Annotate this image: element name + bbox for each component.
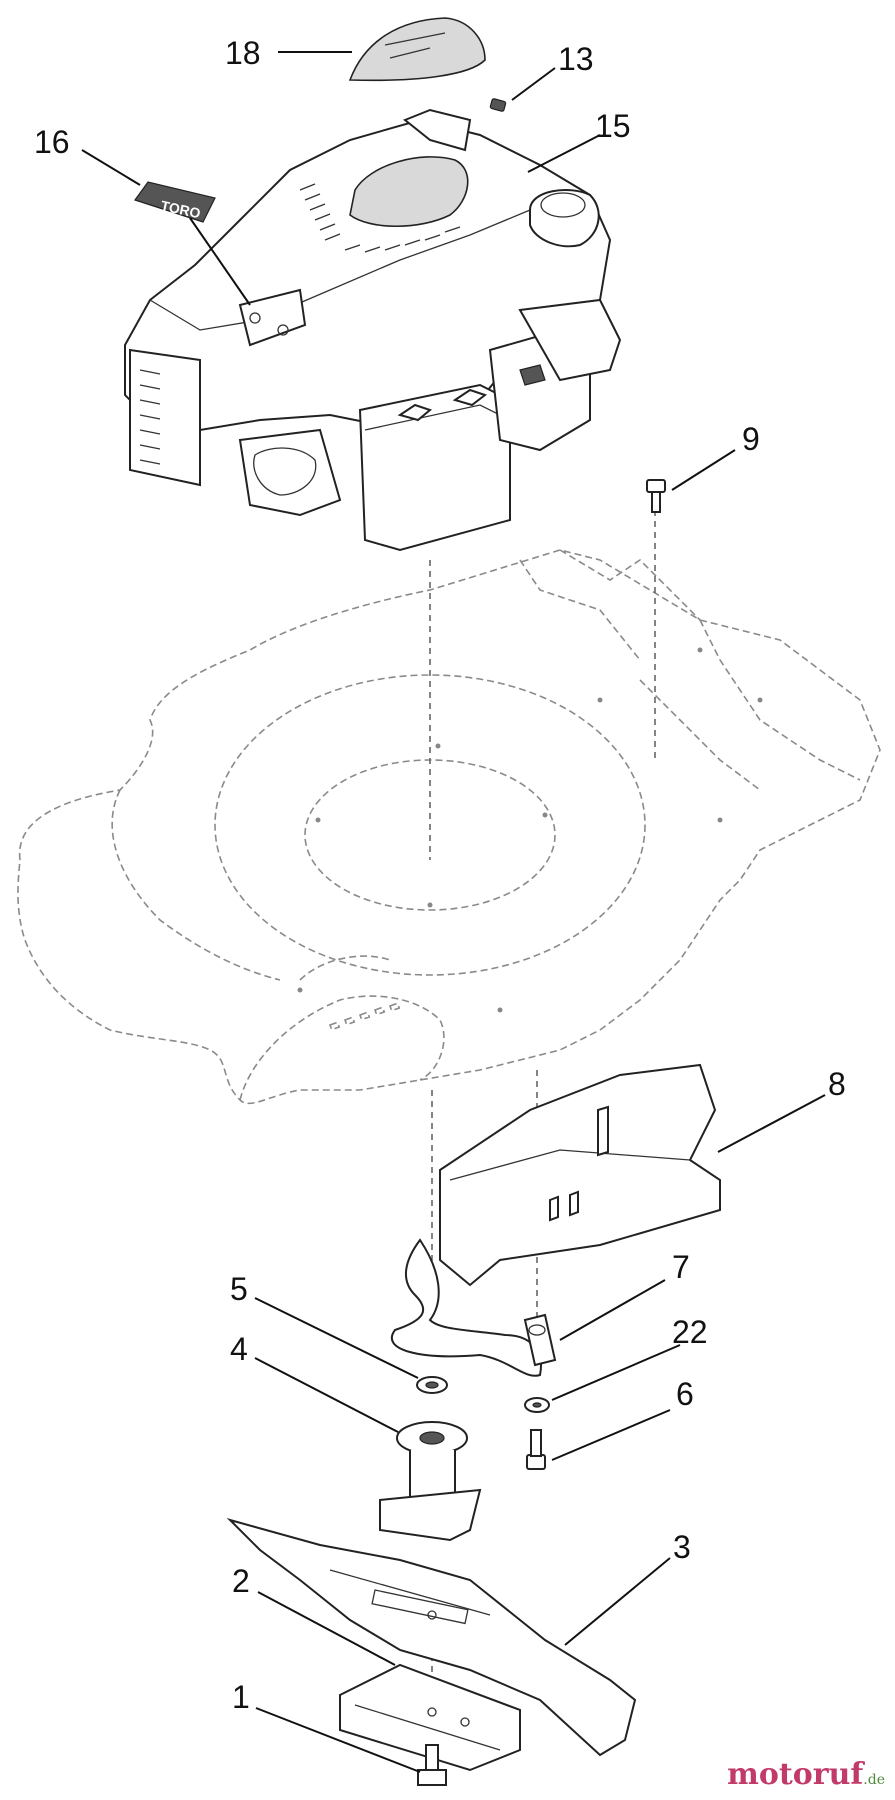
part-18-cover-decal (348, 17, 486, 82)
part-6-bolt (526, 1429, 546, 1470)
leader-9 (671, 449, 736, 491)
callout-9: 9 (742, 421, 760, 457)
callout-15: 15 (595, 108, 631, 144)
leader-7 (559, 1279, 666, 1341)
leader-22 (551, 1344, 681, 1401)
callout-22: 22 (672, 1314, 708, 1350)
callout-3: 3 (673, 1529, 691, 1565)
callout-4: 4 (230, 1331, 248, 1367)
part-2-stiffener (339, 1663, 521, 1772)
leader-6 (551, 1409, 671, 1461)
engine (124, 108, 622, 552)
callout-numbers: 18 13 16 15 9 8 7 5 22 4 6 3 2 1 (34, 35, 846, 1715)
watermark-tld: .de (863, 1772, 885, 1788)
leader-2 (257, 1591, 396, 1666)
callout-13: 13 (558, 41, 594, 77)
leader-8 (717, 1094, 826, 1153)
callout-5: 5 (230, 1271, 248, 1307)
part-5-nut (416, 1376, 448, 1394)
part-8-baffle (439, 1063, 721, 1287)
air-vents (299, 183, 461, 253)
callout-7: 7 (672, 1249, 690, 1285)
leader-13 (511, 67, 556, 101)
part-1-blade-bolt (417, 1744, 447, 1786)
watermark-main: motoruf (727, 1757, 864, 1792)
callout-6: 6 (676, 1376, 694, 1412)
leader-1 (255, 1707, 421, 1773)
callout-16: 16 (34, 124, 70, 160)
mower-deck (17, 549, 881, 1105)
callout-18: 18 (225, 35, 261, 71)
leader-lines (81, 51, 826, 1773)
part-3-blade (226, 1518, 637, 1757)
leader-4 (254, 1357, 399, 1433)
callout-1: 1 (232, 1679, 250, 1715)
callout-8: 8 (828, 1066, 846, 1102)
callout-2: 2 (232, 1563, 250, 1599)
part-13-small-clip (489, 98, 507, 112)
leader-3 (564, 1557, 671, 1646)
part-4-blade-adapter (379, 1421, 482, 1542)
leader-16 (81, 149, 141, 186)
leader-16b (189, 217, 251, 306)
leader-5 (254, 1297, 419, 1379)
watermark-logo: motoruf.de (727, 1757, 885, 1792)
part-7-bracket (390, 1238, 557, 1377)
part-9-bolt (646, 479, 666, 513)
deck-slots (328, 1002, 401, 1031)
part-16-toro-decal: TORO (134, 181, 216, 223)
leader-15 (527, 134, 601, 173)
part-22-washer (524, 1397, 550, 1413)
